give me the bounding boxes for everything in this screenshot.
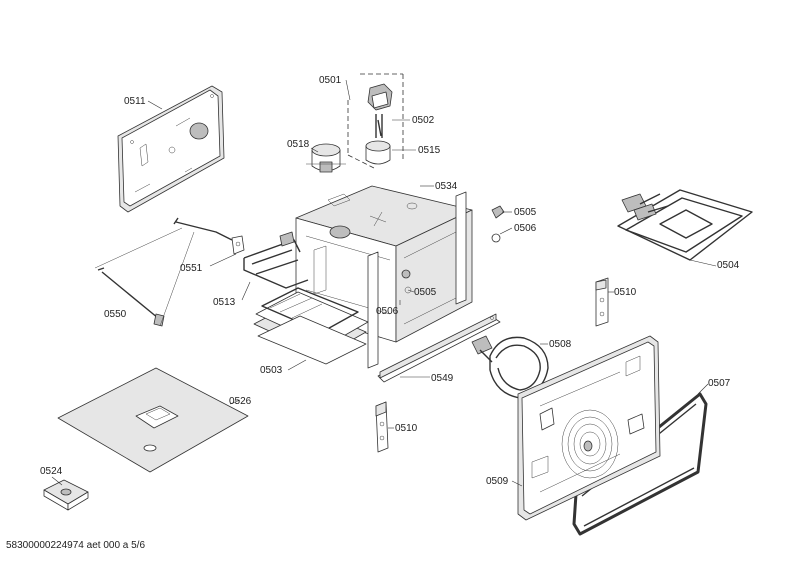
part-0503-bottom-pan[interactable] (253, 287, 369, 365)
label-0508: 0508 (549, 339, 572, 350)
part-0509-fan-cover[interactable] (517, 335, 661, 521)
part-0550-rod[interactable] (97, 267, 165, 327)
part-0518-fan-motor[interactable] (306, 143, 346, 173)
part-0513-lower-heater[interactable] (243, 231, 309, 289)
label-0506-top: 0506 (514, 223, 537, 234)
part-0505-0506-fasteners[interactable] (491, 205, 505, 243)
label-0505-mid: 0505 (414, 287, 437, 298)
label-0506-mid: 0506 (376, 306, 399, 317)
label-0510-right: 0510 (614, 287, 637, 298)
label-0502: 0502 (412, 115, 435, 126)
label-0510-bottom: 0510 (395, 423, 418, 434)
label-0505-top: 0505 (514, 207, 537, 218)
label-0509: 0509 (486, 476, 509, 487)
part-0511-back-panel[interactable] (117, 85, 225, 213)
label-0524: 0524 (40, 466, 63, 477)
label-0513: 0513 (213, 297, 236, 308)
part-0510-hinge-right[interactable] (595, 277, 609, 327)
label-0515: 0515 (418, 145, 441, 156)
label-0507: 0507 (708, 378, 731, 389)
label-0549: 0549 (431, 373, 454, 384)
footer-document-id: 58300000224974 aet 000 a 5/6 (6, 540, 146, 551)
label-0534: 0534 (435, 181, 458, 192)
label-0501: 0501 (319, 75, 342, 86)
label-0551: 0551 (180, 263, 203, 274)
part-0508-circular-heater[interactable] (471, 335, 549, 399)
label-0518: 0518 (287, 139, 310, 150)
label-0511: 0511 (124, 96, 146, 107)
label-0503: 0503 (260, 365, 283, 376)
label-0550: 0550 (104, 309, 127, 320)
part-0524-pad[interactable] (43, 479, 89, 511)
label-0504: 0504 (717, 260, 740, 271)
part-0549-front-rail[interactable] (377, 313, 501, 383)
part-0504-top-heater[interactable] (617, 189, 753, 261)
label-0526: 0526 (229, 396, 252, 407)
part-0510-hinge-bottom[interactable] (375, 401, 389, 453)
part-0551-bracket[interactable] (173, 217, 245, 255)
part-0526-insulation-mat[interactable] (57, 367, 249, 473)
part-0501-0502-0515-assembly[interactable] (347, 73, 404, 169)
